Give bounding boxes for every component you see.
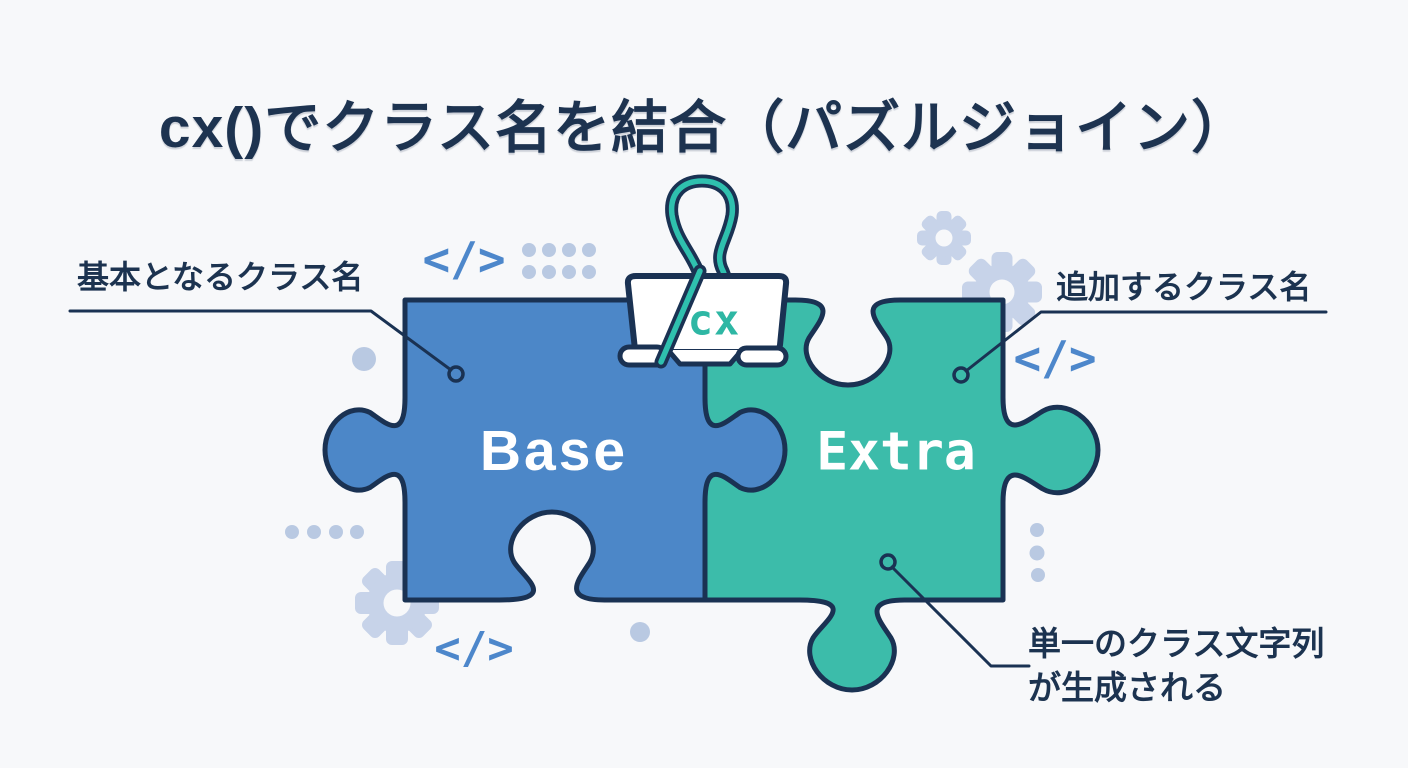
code-icon: </> [1013,331,1096,385]
dot [542,243,556,257]
base-class-annotation: 基本となるクラス名 [77,259,364,295]
binder-clip [617,174,790,369]
extra-piece-label: Extra [816,421,976,483]
dot [522,265,536,279]
gear-icon [917,211,971,265]
dots-column-decoration [1029,523,1045,582]
leader-line-extra [964,310,1328,373]
dot [582,265,596,279]
dot [1031,568,1045,582]
dot [582,243,596,257]
leader-line-base [68,309,453,372]
dot [1030,523,1044,537]
dot [1029,545,1045,561]
result-annotation-line1: 単一のクラス文字列 [1028,625,1325,662]
base-piece-label: Base [479,419,629,483]
dot [329,525,343,539]
leader-dot [879,553,897,571]
dot [562,265,576,279]
extra-puzzle-piece [702,297,1101,693]
dot [542,265,556,279]
dot [522,243,536,257]
dot [562,243,576,257]
dot-decoration [352,347,376,371]
leader-lines [68,309,1328,668]
dot [285,525,299,539]
dot [307,525,321,539]
extra-class-annotation: 追加するクラス名 [1056,269,1312,305]
code-icon: </> [422,232,505,286]
cx-joiner-label: cx [687,295,741,345]
leader-dot [952,366,970,384]
binder-clip-mouth [666,348,744,367]
code-icon: </> [434,623,513,674]
leader-dot [447,365,465,383]
dots-row-decoration [285,525,364,539]
binder-clip-wire [655,174,739,365]
dot-decoration [630,622,650,642]
binder-clip-wire-leg [654,264,707,369]
dot [350,525,364,539]
result-annotation: 単一のクラス文字列 が生成される [1028,622,1324,709]
leader-line-result [890,565,1031,668]
result-annotation-line2: が生成される [1028,668,1226,706]
binder-clip-foot [735,345,789,368]
page-title: cx()でクラス名を結合（パズルジョイン） [158,96,1250,161]
base-puzzle-piece [322,297,788,603]
dots-grid-decoration [522,243,596,279]
